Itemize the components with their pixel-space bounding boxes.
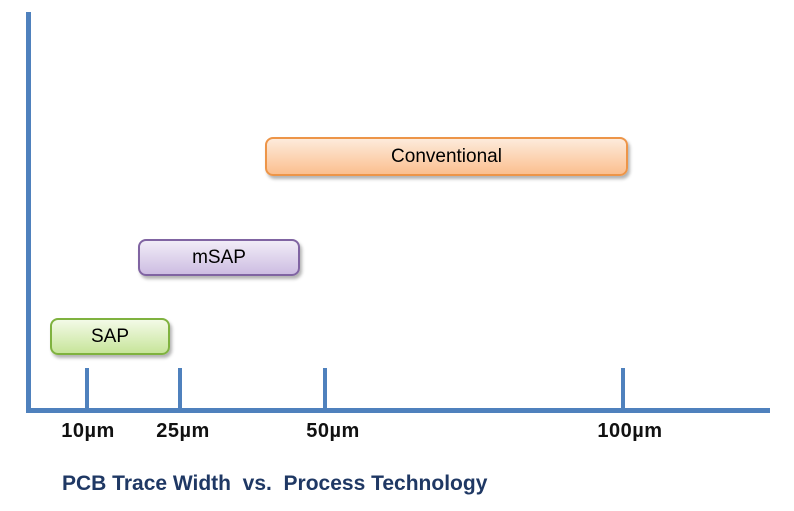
x-axis-tick-100um (621, 368, 625, 408)
range-bar-conventional: Conventional (265, 137, 628, 176)
y-axis-line (26, 12, 31, 413)
range-bar-sap: SAP (50, 318, 170, 355)
range-bar-msap-label: mSAP (192, 246, 246, 268)
x-axis-tick-label-10um: 10µm (61, 420, 115, 442)
chart-title: PCB Trace Width vs. Process Technology (62, 472, 488, 495)
range-bar-msap: mSAP (138, 239, 300, 276)
x-axis-tick-label-100um: 100µm (597, 420, 663, 442)
x-axis-tick-label-50um: 50µm (306, 420, 360, 442)
x-axis-tick-25um (178, 368, 182, 408)
range-bar-sap-label: SAP (90, 325, 130, 347)
x-axis-tick-10um (85, 368, 89, 408)
x-axis-tick-label-25um: 25µm (156, 420, 210, 442)
range-bar-conventional-label: Conventional (391, 145, 502, 167)
x-axis-tick-50um (323, 368, 327, 408)
x-axis-line (26, 408, 770, 413)
